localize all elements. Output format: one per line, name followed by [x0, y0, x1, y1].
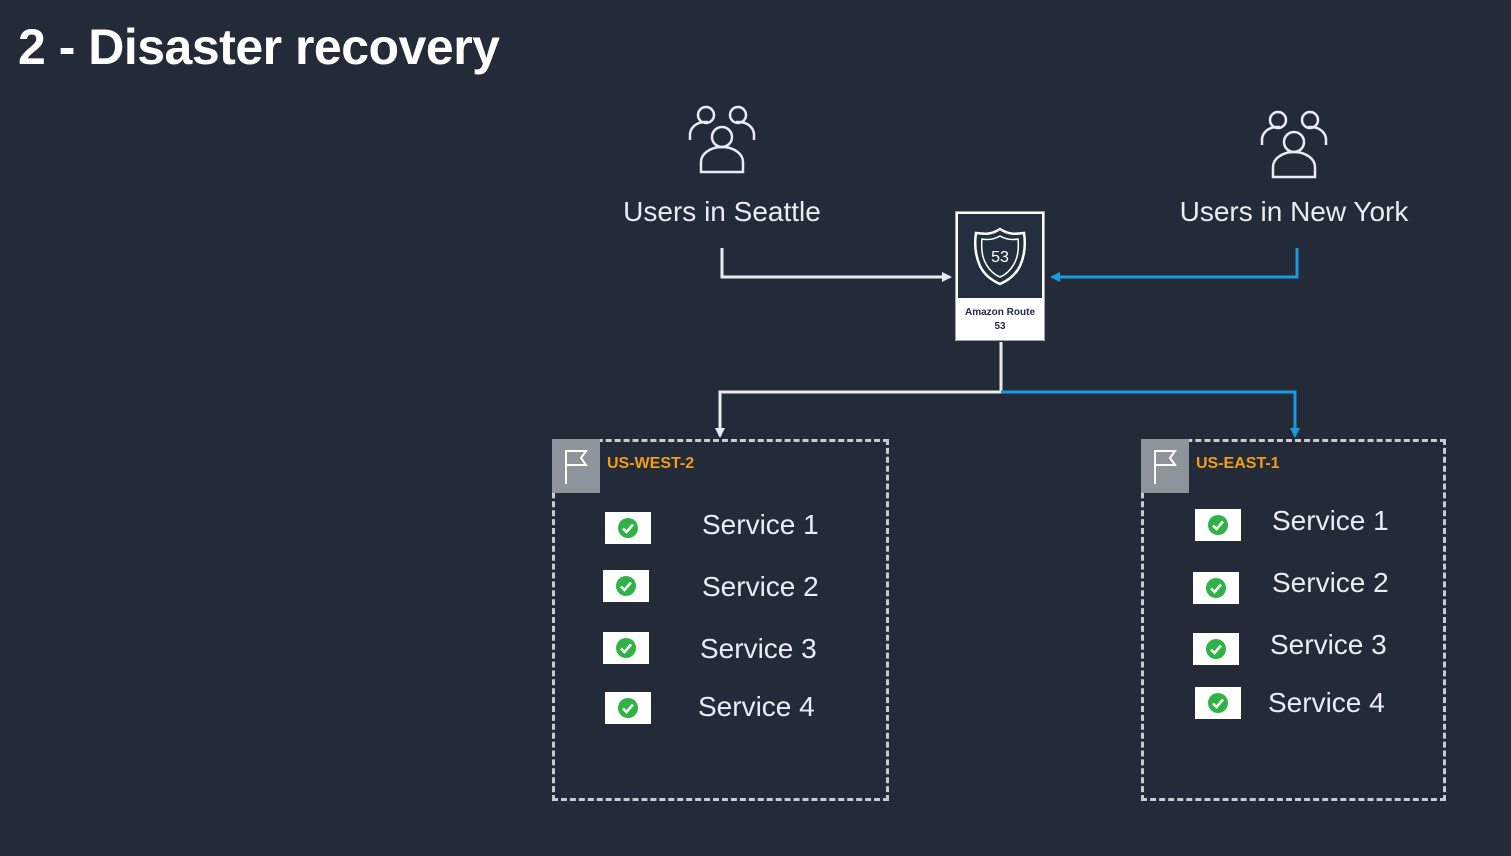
healthy-check-icon [1193, 572, 1239, 604]
region-us-east-1: US-EAST-1 Service 1 Service 2 Service 3 … [1141, 439, 1446, 801]
service-label: Service 3 [1270, 629, 1387, 660]
route53-label: Amazon Route 53 [965, 307, 1035, 332]
users-group-icon [1260, 110, 1328, 179]
service-row [605, 692, 651, 724]
users-new-york-label: Users in New York [1179, 196, 1409, 227]
region-name: US-WEST-2 [607, 455, 695, 472]
service-row [1195, 509, 1241, 541]
route53-shield-icon: 53 [973, 227, 1027, 286]
service-row [1193, 633, 1239, 665]
newyork-to-route53-arrow [1050, 248, 1299, 282]
service-label: Service 4 [1268, 687, 1385, 718]
users-seattle-label: Users in Seattle [623, 196, 821, 227]
healthy-check-icon [603, 570, 649, 602]
route53-node: 53 Amazon Route 53 [955, 211, 1045, 341]
users-new-york: Users in New York [1147, 109, 1441, 228]
service-label: Service 2 [702, 571, 819, 602]
route53-badge-text: 53 [991, 249, 1009, 266]
service-label: Service 2 [1272, 567, 1389, 598]
service-row [603, 632, 649, 664]
region-name: US-EAST-1 [1196, 455, 1280, 472]
seattle-to-route53-arrow [720, 248, 952, 282]
service-label: Service 1 [702, 509, 819, 540]
healthy-check-icon [605, 692, 651, 724]
route53-to-useast1-arrow [1001, 390, 1300, 438]
route53-to-uswest2-arrow [715, 390, 1001, 438]
region-flag-icon [1141, 439, 1189, 493]
service-row [1193, 572, 1239, 604]
users-group-icon [688, 105, 756, 174]
service-label: Service 4 [698, 691, 815, 722]
region-us-west-2: US-WEST-2 Service 1 Service 2 Service 3 … [552, 439, 889, 801]
users-seattle: Users in Seattle [602, 104, 842, 228]
service-row [603, 570, 649, 602]
healthy-check-icon [1195, 687, 1241, 719]
healthy-check-icon [1193, 633, 1239, 665]
slide-title: 2 - Disaster recovery [18, 19, 500, 75]
healthy-check-icon [1195, 509, 1241, 541]
service-label: Service 1 [1272, 505, 1389, 536]
service-row [605, 512, 651, 544]
healthy-check-icon [605, 512, 651, 544]
healthy-check-icon [603, 632, 649, 664]
service-label: Service 3 [700, 633, 817, 664]
region-flag-icon [552, 439, 600, 493]
service-row [1195, 687, 1241, 719]
